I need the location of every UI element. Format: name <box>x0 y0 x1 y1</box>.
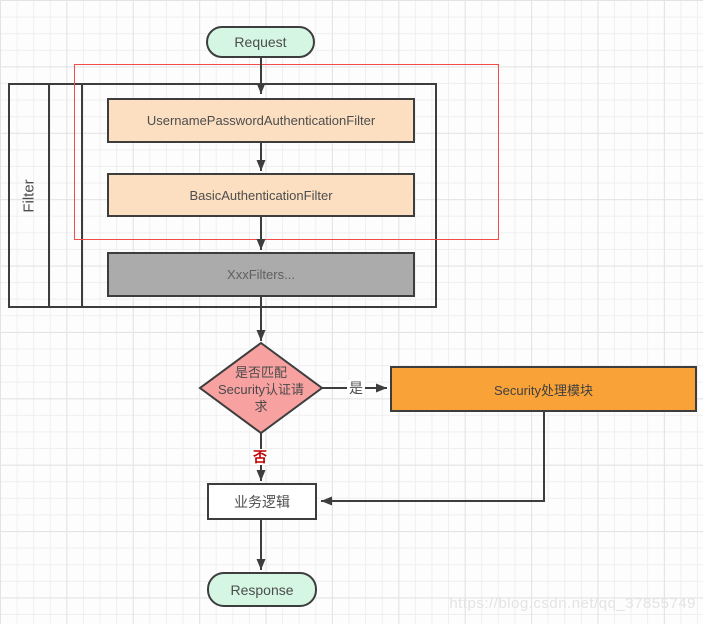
edge-security-to-logic <box>321 412 545 506</box>
lane-divider-1 <box>48 85 50 306</box>
username-password-authentication-filter-node: UsernamePasswordAuthenticationFilter <box>107 98 415 143</box>
filter-pool <box>8 83 437 308</box>
csdn-watermark: https://blog.csdn.net/qq_37855749 <box>449 595 696 612</box>
yes-edge-label: 是 <box>347 380 365 396</box>
request-node: Request <box>206 26 315 58</box>
no-edge-label: 否 <box>251 449 269 465</box>
lane-divider-2 <box>81 85 83 306</box>
business-logic-node: 业务逻辑 <box>207 483 317 520</box>
decision-label: 是否匹配 Security认证请 求 <box>218 364 304 414</box>
xxx-filters-node: XxxFilters... <box>107 252 415 297</box>
auth-filters-highlight-rect <box>74 64 499 240</box>
filter-lane-label: Filter <box>20 179 37 213</box>
security-module-node: Security处理模块 <box>390 366 697 412</box>
response-node: Response <box>207 572 317 607</box>
basic-authentication-filter-node: BasicAuthenticationFilter <box>107 173 415 217</box>
